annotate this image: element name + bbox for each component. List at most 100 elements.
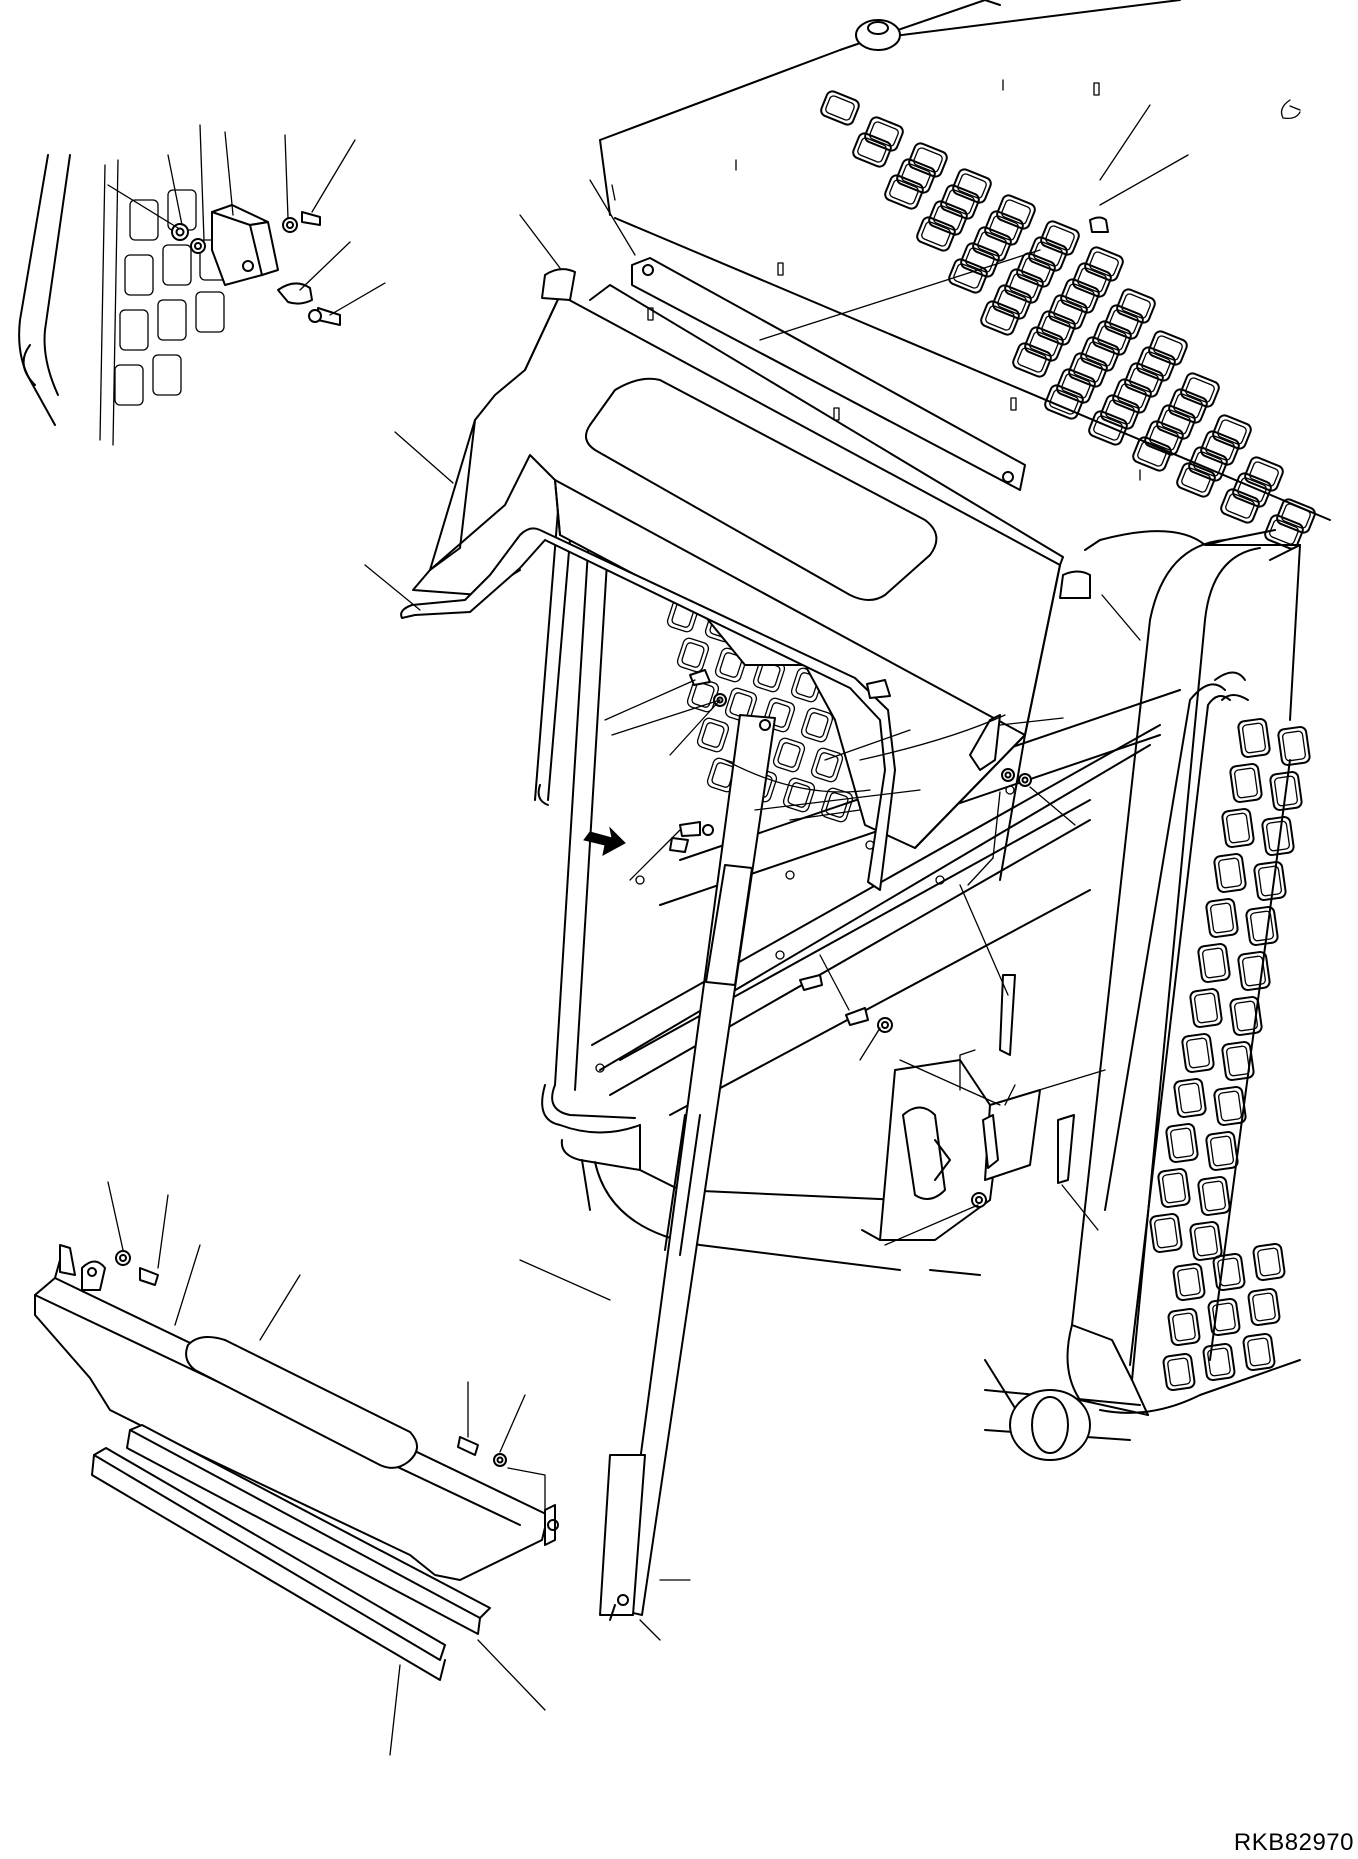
grille-opening	[1011, 342, 1052, 379]
grille-opening-inner	[1234, 1001, 1258, 1032]
grille-opening-inner	[825, 792, 849, 818]
grille-opening	[724, 687, 758, 724]
grille-opening	[1131, 436, 1172, 473]
grille-opening	[1231, 472, 1272, 509]
grille-opening	[1248, 1288, 1280, 1326]
grille-opening	[1230, 763, 1263, 803]
grille-opening	[1182, 1033, 1215, 1073]
grille-opening-inner	[767, 702, 791, 728]
grille-opening-inner	[1186, 1038, 1210, 1069]
arrow-icon	[584, 828, 625, 855]
grille-opening	[1155, 404, 1196, 441]
grille-opening	[1083, 246, 1124, 283]
grille-opening	[782, 777, 816, 814]
grille-opening	[1214, 853, 1247, 893]
grille-opening	[1091, 320, 1132, 357]
grille-opening-inner	[1274, 776, 1298, 807]
grille-opening	[927, 200, 968, 237]
grille-opening-inner	[1210, 1136, 1234, 1167]
grille-opening	[1135, 346, 1176, 383]
grille-opening-inner	[1173, 393, 1204, 419]
grille-opening	[1203, 1343, 1235, 1381]
grille-opening-inner	[1257, 1248, 1280, 1277]
grille-opening-inner	[945, 189, 976, 215]
grille-opening	[1150, 1213, 1183, 1253]
grille-opening-inner	[1045, 225, 1076, 251]
grille-opening-inner	[701, 722, 725, 748]
grille-opening	[1079, 336, 1120, 373]
grille-opening-inner	[921, 221, 952, 247]
grille-opening-inner	[1218, 1091, 1242, 1122]
grille-opening	[1253, 1243, 1285, 1281]
grille-opening-inner	[1258, 866, 1282, 897]
grille-opening-inner	[957, 173, 988, 199]
grille-opening	[1275, 498, 1316, 535]
grille-opening	[1190, 988, 1223, 1028]
grille-opening-inner	[1242, 723, 1266, 754]
grille-opening	[1039, 220, 1080, 257]
grille-opening	[971, 226, 1012, 263]
grille-opening	[1190, 1221, 1223, 1261]
grille-opening-inner	[1225, 493, 1256, 519]
roof-grille-openings	[819, 90, 1316, 551]
grille-opening	[1015, 252, 1056, 289]
grille-opening	[1163, 1353, 1195, 1391]
grille-opening	[1270, 771, 1303, 811]
grille-opening-inner	[1085, 341, 1116, 367]
grille-opening	[1047, 294, 1088, 331]
grille-opening	[810, 747, 844, 784]
grille-opening	[1262, 816, 1295, 856]
grille-opening-inner	[1137, 441, 1168, 467]
grille-opening-inner	[825, 95, 856, 121]
grille-opening-inner	[1234, 768, 1258, 799]
grille-opening-inner	[1269, 519, 1300, 545]
grille-opening	[1173, 1263, 1205, 1301]
grille-opening	[1219, 488, 1260, 525]
grille-opening-inner	[953, 263, 984, 289]
grille-opening	[1103, 304, 1144, 341]
grille-opening	[1003, 268, 1044, 305]
grille-opening-inner	[1021, 257, 1052, 283]
grille-opening-inner	[1162, 1173, 1186, 1204]
grille-opening	[1199, 430, 1240, 467]
grille-opening-inner	[1172, 1313, 1195, 1342]
grille-opening-inner	[1049, 389, 1080, 415]
side-pillar-openings	[1150, 718, 1311, 1391]
grille-opening	[1243, 1333, 1275, 1371]
grille-opening	[1123, 362, 1164, 399]
grille-opening	[863, 116, 904, 153]
grille-opening-inner	[1041, 315, 1072, 341]
grille-opening-inner	[933, 205, 964, 231]
grille-opening-inner	[1154, 1218, 1178, 1249]
grille-opening-inner	[1073, 357, 1104, 383]
grille-opening-inner	[1061, 373, 1092, 399]
grille-opening-inner	[691, 682, 715, 708]
lower-cover-assembly	[35, 1245, 558, 1680]
grille-opening	[1059, 278, 1100, 315]
grille-opening	[1035, 310, 1076, 347]
grille-opening-inner	[805, 712, 829, 738]
grille-opening	[1187, 446, 1228, 483]
grille-opening-inner	[1281, 503, 1312, 529]
cover-hardware	[542, 218, 1108, 853]
grille-opening-inner	[1053, 299, 1084, 325]
grille-opening-inner	[1212, 1303, 1235, 1332]
grille-opening-inner	[1077, 267, 1108, 293]
grille-opening-inner	[729, 692, 753, 718]
grille-opening-inner	[1117, 383, 1148, 409]
grille-opening	[907, 142, 948, 179]
grille-opening-inner	[1205, 435, 1236, 461]
grille-opening	[676, 637, 710, 674]
grille-opening	[1206, 898, 1239, 938]
grille-opening	[1071, 262, 1112, 299]
grille-opening-inner	[1217, 1258, 1240, 1287]
grille-opening-inner	[913, 147, 944, 173]
grille-opening	[1238, 718, 1271, 758]
grille-opening-inner	[1282, 731, 1306, 762]
grille-opening	[1238, 951, 1271, 991]
grille-opening-inner	[1129, 367, 1160, 393]
grille-opening	[1099, 394, 1140, 431]
grille-opening	[1179, 372, 1220, 409]
grille-opening-inner	[1210, 903, 1234, 934]
